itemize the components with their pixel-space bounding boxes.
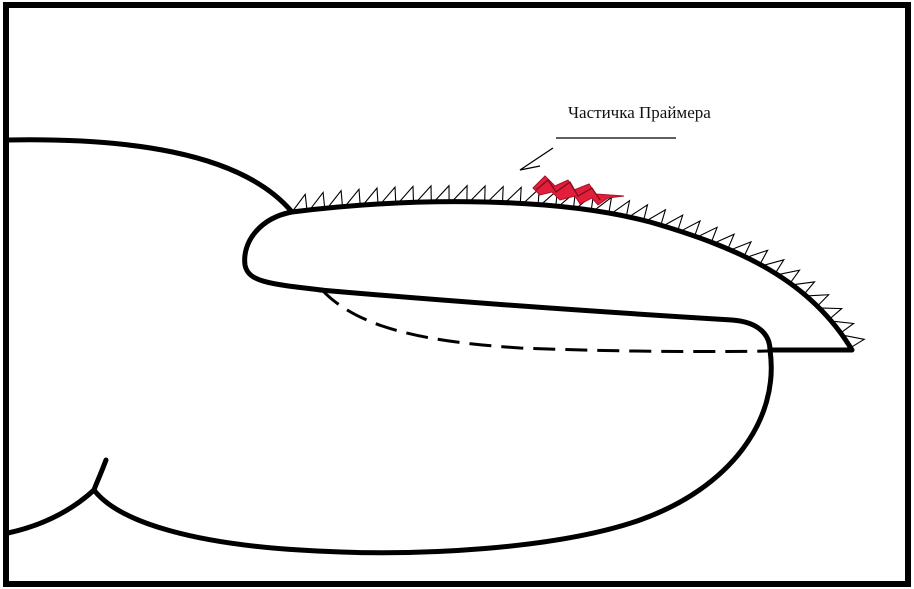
frame-border [6, 5, 908, 584]
primer-particle-label: Частичка Праймера [568, 103, 711, 122]
